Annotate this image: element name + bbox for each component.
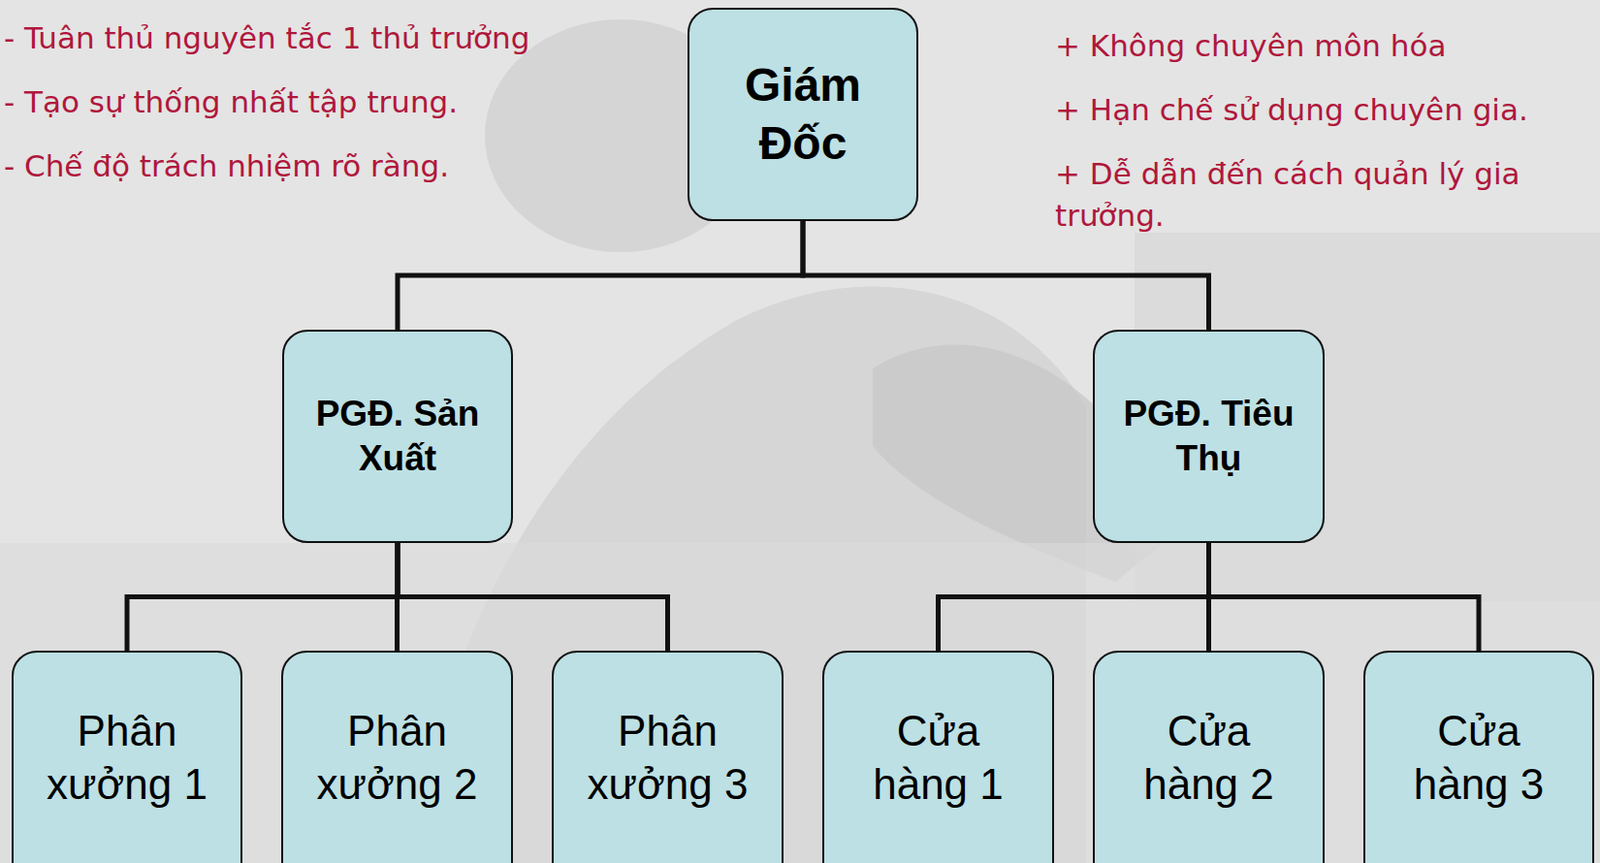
org-connector <box>127 543 398 651</box>
deputy-box: PGĐ. Sản Xuất <box>282 329 513 544</box>
director-box: Giám Đốc <box>687 7 919 222</box>
node-label: Cửa hàng 2 <box>1126 704 1292 811</box>
deputy-box: PGĐ. Tiêu Thụ <box>1092 329 1325 544</box>
unit-box: Cửa hàng 3 <box>1363 650 1595 863</box>
drawback-note: + Dễ dẫn đến cách quản lý gia trưởng. <box>1055 153 1597 237</box>
node-label: Cửa hàng 1 <box>856 704 1022 811</box>
unit-box: Phân xưởng 2 <box>281 650 513 863</box>
node-label: Cửa hàng 3 <box>1396 704 1562 811</box>
org-connector <box>397 221 803 330</box>
node-label: Phân xưởng 3 <box>576 704 761 811</box>
org-connector <box>938 543 1210 651</box>
advantage-note: - Tuân thủ nguyên tắc 1 thủ trưởng <box>3 17 530 60</box>
unit-box: Cửa hàng 2 <box>1092 650 1325 863</box>
advantage-note: - Tạo sự thống nhất tập trung. <box>3 81 458 124</box>
unit-box: Phân xưởng 3 <box>551 650 784 863</box>
node-label: PGĐ. Tiêu Thụ <box>1112 391 1307 482</box>
drawback-note: + Hạn chế sử dụng chuyên gia. <box>1055 89 1529 131</box>
unit-box: Phân xưởng 1 <box>11 650 243 863</box>
node-label: Phân xưởng 2 <box>305 704 490 811</box>
node-label: Giám Đốc <box>725 56 881 173</box>
advantage-note: - Chế độ trách nhiệm rõ ràng. <box>3 145 449 188</box>
unit-box: Cửa hàng 1 <box>822 650 1055 863</box>
org-connector <box>397 543 669 651</box>
drawback-note: + Không chuyên môn hóa <box>1055 25 1446 67</box>
org-connector <box>802 221 1210 330</box>
node-label: Phân xưởng 1 <box>34 704 220 811</box>
node-label: PGĐ. Sản Xuất <box>300 391 495 482</box>
org-connector <box>1209 543 1480 651</box>
